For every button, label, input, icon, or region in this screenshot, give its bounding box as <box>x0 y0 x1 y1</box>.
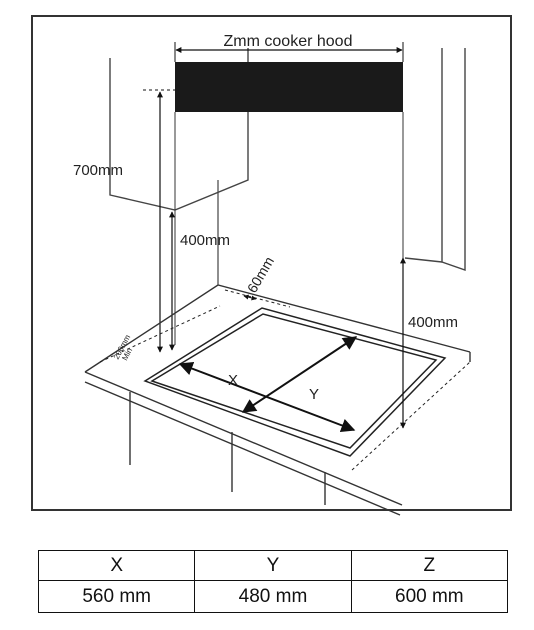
height-700-label: 700mm <box>73 162 123 179</box>
cooker-hood <box>175 62 403 112</box>
height-400-right-label: 400mm <box>408 314 458 331</box>
hob-cutout <box>143 307 447 457</box>
right-wall-cabinet <box>404 48 466 271</box>
dimensions-table: X Y Z 560 mm 480 mm 600 mm <box>37 550 509 613</box>
header-x: X <box>37 550 196 581</box>
installation-diagram: Zmm cooker hood 700mm 400mm 60mm 200mm M… <box>31 15 512 516</box>
diagram-frame <box>31 15 512 511</box>
header-y: Y <box>194 550 352 581</box>
value-y: 480 mm <box>194 580 352 613</box>
min-200-label: 200mm Min <box>112 333 134 362</box>
side-clearance-markers <box>99 289 471 471</box>
table-header-row: X Y Z <box>37 550 509 581</box>
height-400-left-label: 400mm <box>180 232 230 249</box>
value-x: 560 mm <box>37 580 196 613</box>
side-60-label: 60mm <box>244 254 277 296</box>
hood-label: Zmm cooker hood <box>224 33 353 50</box>
y-dimension-arrow <box>241 336 358 413</box>
value-z: 600 mm <box>350 580 509 613</box>
header-z: Z <box>350 550 509 581</box>
x-label: X <box>228 372 238 389</box>
table-row: 560 mm 480 mm 600 mm <box>37 580 509 613</box>
y-label: Y <box>309 386 319 403</box>
